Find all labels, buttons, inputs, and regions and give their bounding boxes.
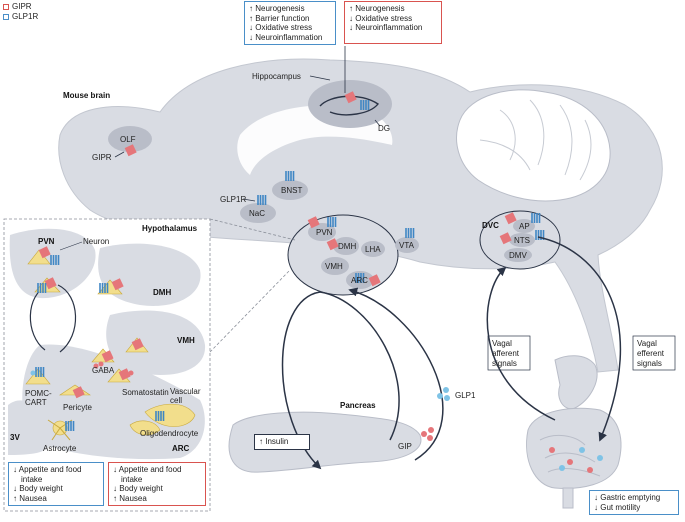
gipr-label: GIPR	[92, 153, 112, 162]
arc-label: ARC	[351, 276, 368, 285]
vagal-afferent-line3: signals	[492, 359, 517, 368]
dmh-label: DMH	[338, 242, 356, 251]
astrocyte-label: Astrocyte	[43, 444, 77, 453]
gaba-label: GABA	[92, 366, 115, 375]
pvn-inset-region	[9, 228, 96, 299]
nts-label: NTS	[514, 236, 530, 245]
vmh-label: VMH	[325, 262, 343, 271]
vmh-inset-region	[106, 310, 206, 375]
lha-label: LHA	[365, 245, 381, 254]
vagal-afferent-line1: Vagal	[492, 339, 512, 348]
pancreas-label: Pancreas	[340, 401, 376, 410]
cell-label: cell	[170, 396, 182, 405]
somatostatin-label: Somatostatin	[122, 388, 169, 397]
pvn-region	[308, 223, 336, 241]
arc-region	[346, 271, 374, 289]
hippocampus-gipr-effects: ↑ Neurogenesis ↓ Oxidative stress ↓ Neur…	[344, 1, 442, 44]
pvn-label: PVN	[316, 228, 333, 237]
ap-label: AP	[519, 222, 530, 231]
3v-label: 3V	[10, 433, 20, 442]
legend-gipr: GIPR	[3, 2, 38, 12]
gip-label: GIP	[398, 442, 412, 451]
vta-region	[395, 237, 419, 253]
vagal-efferent-line2: efferent	[637, 349, 665, 358]
intestine-shape	[526, 407, 622, 489]
dmh-inset-label: DMH	[153, 288, 171, 297]
hypothalamus-glp1r-effects: ↓ Appetite and food intake ↓ Body weight…	[8, 462, 104, 506]
lha-region	[361, 241, 385, 257]
glp1-label: GLP1	[455, 391, 476, 400]
legend: GIPR GLP1R	[3, 2, 38, 22]
gut-effects: ↓ Gastric emptying ↓ Gut motility	[589, 490, 679, 515]
vagal-afferent-line2: afferent	[492, 349, 520, 358]
glp1r-legend-icon	[3, 14, 9, 20]
olf-label: OLF	[120, 135, 136, 144]
hypothalamus-gipr-effects: ↓ Appetite and food intake ↓ Body weight…	[108, 462, 206, 506]
pomc-label: POMC-	[25, 389, 52, 398]
cart-label: CART	[25, 398, 47, 407]
cerebellum	[456, 89, 611, 202]
neuron-label: Neuron	[83, 237, 109, 246]
dmh-inset-region	[98, 243, 201, 306]
gipr-legend-icon	[3, 4, 9, 10]
hippocampus-region	[308, 80, 392, 128]
pericyte-label: Pericyte	[63, 403, 92, 412]
hippocampus-label: Hippocampus	[252, 72, 301, 81]
oligodendrocyte-cell	[129, 420, 161, 436]
dmh-region	[333, 237, 359, 255]
bnst-region	[272, 180, 308, 200]
vmh-region	[321, 257, 349, 275]
hypothalamus-label: Hypothalamus	[142, 224, 198, 233]
vagal-efferent-line3: signals	[637, 359, 662, 368]
pancreas-shape	[228, 411, 422, 473]
vascular-label: Vascular	[170, 387, 201, 396]
vagal-efferent-line1: Vagal	[637, 339, 657, 348]
stomach-shape	[554, 355, 598, 410]
dmv-label: DMV	[509, 251, 527, 260]
vascular-cell	[144, 403, 196, 427]
mouse-brain-label: Mouse brain	[63, 91, 110, 100]
pvn-inset-label: PVN	[38, 237, 55, 246]
oligodendrocyte-label: Oligodendrocyte	[140, 429, 199, 438]
nac-region	[240, 203, 276, 223]
dvc-label: DVC	[482, 221, 499, 230]
ap-region	[513, 219, 535, 233]
legend-glp1r: GLP1R	[3, 12, 38, 22]
dg-label: DG	[378, 124, 390, 133]
bnst-label: BNST	[281, 186, 302, 195]
olf-region	[108, 126, 152, 152]
dg-curve	[319, 95, 380, 116]
vmh-inset-label: VMH	[177, 336, 195, 345]
nts-region	[509, 233, 535, 247]
hippocampus-glp1r-effects: ↑ Neurogenesis ↑ Barrier function ↓ Oxid…	[244, 1, 336, 45]
hypothalamus-circle	[287, 214, 399, 296]
glp1r-label: GLP1R	[220, 195, 246, 204]
arc-inset-label: ARC	[172, 444, 190, 453]
dmv-region	[504, 248, 532, 262]
insulin-box: ↑ Insulin	[254, 434, 310, 450]
nac-label: NaC	[249, 209, 265, 218]
3v-region	[8, 400, 52, 455]
vta-label: VTA	[399, 241, 415, 250]
